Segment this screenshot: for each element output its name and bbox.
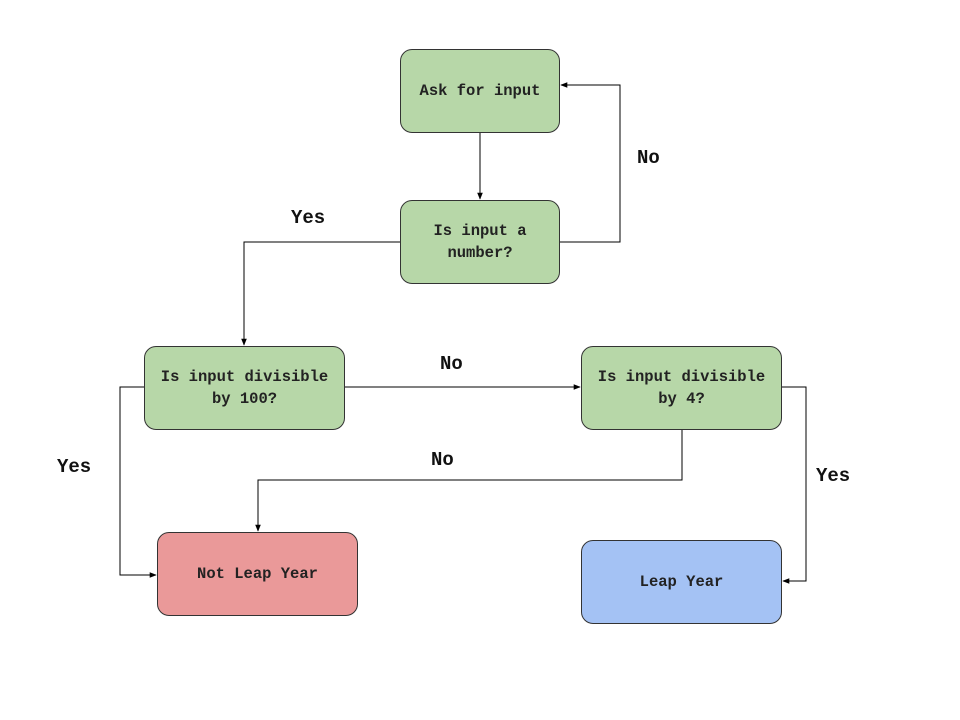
edge-label-div100-yes: Yes	[57, 456, 92, 478]
node-not-leap-year-label: Not Leap Year	[197, 565, 318, 583]
node-divisible-by-4-label: Is input divisible by 4?	[597, 368, 766, 408]
connector-div4-no	[255, 430, 683, 532]
connector-div4-yes	[782, 386, 807, 584]
node-ask-for-input: Ask for input	[400, 49, 560, 133]
connector-div100-yes	[119, 386, 157, 578]
node-leap-year-label: Leap Year	[639, 573, 724, 591]
connector-number-no-loop	[560, 82, 621, 243]
node-is-input-a-number: Is input a number?	[400, 200, 560, 284]
node-divisible-by-100: Is input divisible by 100?	[144, 346, 345, 430]
node-is-input-a-number-label: Is input a number?	[433, 222, 527, 262]
edge-label-div100-no: No	[440, 353, 463, 375]
node-leap-year: Leap Year	[581, 540, 782, 624]
edge-label-number-no: No	[637, 147, 660, 169]
node-divisible-by-100-label: Is input divisible by 100?	[160, 368, 329, 408]
edge-label-div4-yes: Yes	[816, 465, 851, 487]
edge-label-number-yes: Yes	[291, 207, 326, 229]
edge-label-div4-no: No	[431, 449, 454, 471]
connector-number-yes	[241, 241, 400, 346]
node-ask-for-input-label: Ask for input	[419, 82, 541, 100]
node-divisible-by-4: Is input divisible by 4?	[581, 346, 782, 430]
node-not-leap-year: Not Leap Year	[157, 532, 358, 616]
